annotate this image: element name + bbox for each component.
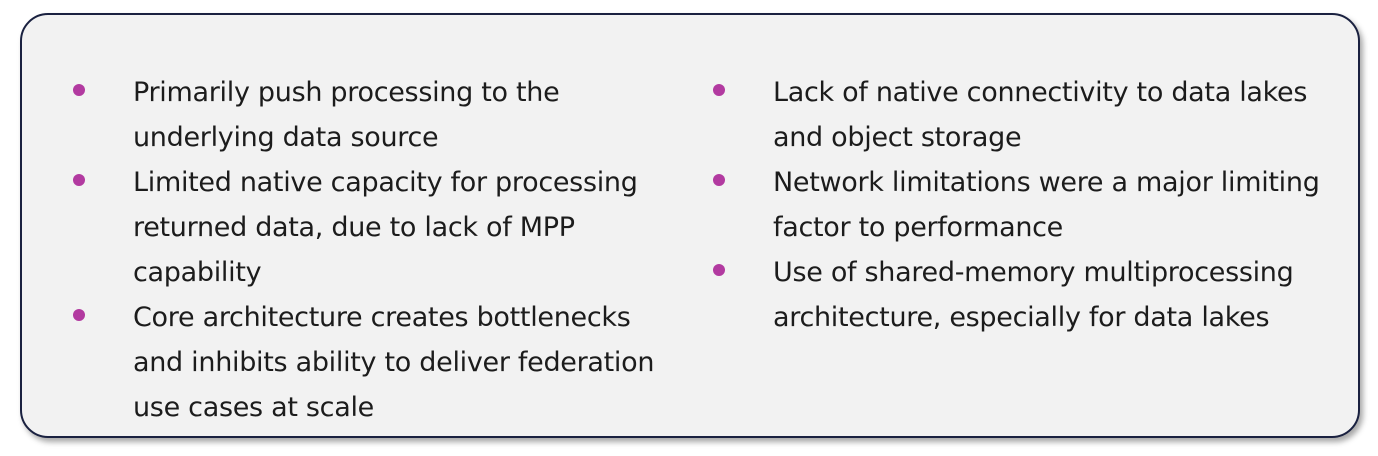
list-item: Core architecture creates bottlenecks an… <box>73 295 673 430</box>
list-item-text: Use of shared-memory multiprocessing arc… <box>773 257 1294 333</box>
bullet-icon <box>713 174 725 186</box>
list-item: Lack of native connectivity to data lake… <box>713 70 1333 160</box>
list-item: Use of shared-memory multiprocessing arc… <box>713 250 1333 340</box>
list-item-text: Limited native capacity for processing r… <box>133 167 638 288</box>
list-item-text: Lack of native connectivity to data lake… <box>773 77 1308 153</box>
list-item-text: Primarily push processing to the underly… <box>133 77 560 153</box>
content-panel: Primarily push processing to the underly… <box>20 13 1360 438</box>
bullet-icon <box>713 84 725 96</box>
list-item: Primarily push processing to the underly… <box>73 70 673 160</box>
left-bullet-list: Primarily push processing to the underly… <box>73 70 673 430</box>
right-bullet-list: Lack of native connectivity to data lake… <box>713 70 1333 340</box>
bullet-icon <box>73 84 85 96</box>
bullet-icon <box>73 309 85 321</box>
bullet-icon <box>73 174 85 186</box>
bullet-icon <box>713 264 725 276</box>
list-item: Network limitations were a major limitin… <box>713 160 1333 250</box>
list-item: Limited native capacity for processing r… <box>73 160 673 295</box>
list-item-text: Network limitations were a major limitin… <box>773 167 1320 243</box>
list-item-text: Core architecture creates bottlenecks an… <box>133 302 655 423</box>
